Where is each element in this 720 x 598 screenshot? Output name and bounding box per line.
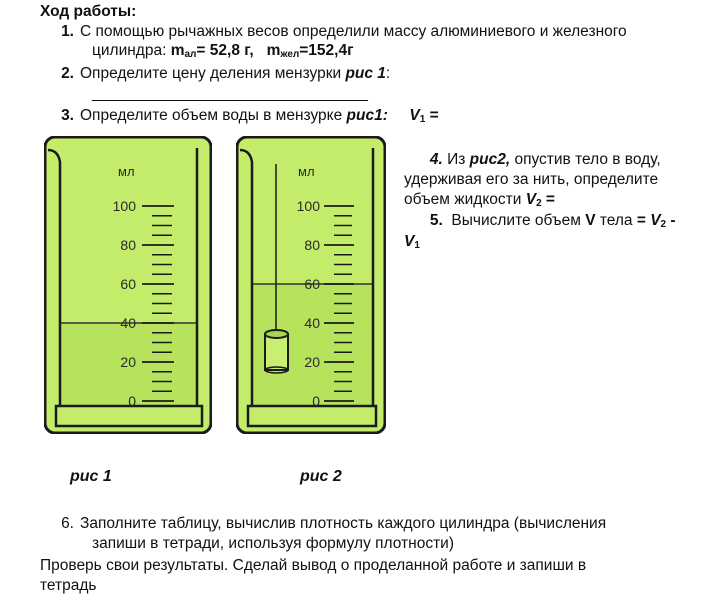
scale-label-100: 100 (113, 198, 137, 214)
step-1: 1. С помощью рычажных весов определили ма… (48, 22, 627, 41)
scale-label-0: 0 (128, 393, 136, 409)
page-title: Ход работы: (40, 3, 137, 20)
step-3-figure-ref: рис1: (346, 107, 388, 124)
step-4-line-2: удерживая его за нить, определите (404, 171, 659, 188)
beaker-figure-2: мл 100 80 60 40 20 0 (236, 136, 386, 434)
beaker-figure-1: мл 100 80 60 40 20 0 (44, 136, 212, 434)
v1-equals: = (425, 107, 439, 124)
step-1-number: 1. (61, 23, 74, 40)
step-3-number: 3. (61, 107, 74, 124)
step-4-number: 4. (429, 151, 443, 168)
v2-equals: = (541, 191, 555, 208)
scale-label-20: 20 (304, 354, 320, 370)
step-5-v2-subscript: 2 (660, 219, 667, 230)
step-4-pre: Из (442, 151, 470, 168)
step-5: 5. Вычислите объем V тела = V2 - (404, 211, 676, 234)
answer-blank: ________________________________ (92, 85, 368, 102)
beaker-2-spout (239, 148, 254, 406)
scale-label-20: 20 (120, 354, 136, 370)
step-1-text-cont: цилиндра: (92, 42, 171, 59)
step-5-v2: V (650, 212, 661, 229)
step-2-text: Определите цену деления мензурки (80, 65, 346, 82)
scale-label-0: 0 (312, 393, 320, 409)
beaker-2-base (246, 404, 378, 428)
step-5-v1: V (404, 233, 415, 250)
step-4: 4. Из рис2, опустив тело в воду, (404, 150, 661, 169)
step-5-minus: - (666, 212, 676, 229)
conclusion-line-1: Проверь свои результаты. Сделай вывод о … (40, 557, 587, 574)
v2-symbol: V (525, 191, 537, 208)
step-4-text: опустив тело в воду, (510, 151, 661, 168)
step-1-text: С помощью рычажных весов определили масс… (80, 23, 627, 40)
step-6-text: Заполните таблицу, вычислив плотность ка… (80, 515, 607, 532)
figure-2-caption: рис 2 (300, 468, 342, 485)
step-5-text: Вычислите объем (451, 212, 586, 229)
beaker-1-spout (47, 148, 62, 406)
step-3: 3. Определите объем воды в мензурке рис1:… (48, 106, 439, 129)
v1-subscript: 1 (419, 114, 426, 125)
scale-label-80: 80 (304, 237, 320, 253)
scale-label-60: 60 (304, 276, 320, 292)
step-5-v1-subscript: 1 (414, 240, 420, 251)
mass-aluminum-value: = 52,8 г, (196, 42, 254, 59)
scale-label-40: 40 (120, 315, 136, 331)
mass-aluminum-subscript: ал (184, 49, 197, 60)
step-5-line-2: V1 (404, 232, 420, 255)
conclusion-line-2: тетрадь (40, 577, 97, 594)
mass-iron-symbol: m (266, 42, 281, 59)
scale-label-60: 60 (120, 276, 136, 292)
beaker-1-scale: 100 80 60 40 20 0 (113, 198, 174, 409)
step-6-line-2: запиши в тетради, используя формулу плот… (92, 535, 454, 552)
step-4-text-3: объем жидкости (404, 191, 526, 208)
beaker-1-base (54, 404, 204, 428)
beaker-2-scale: 100 80 60 40 20 0 (297, 198, 354, 409)
beaker-2-unit: мл (298, 164, 315, 179)
step-6-number: 6. (61, 515, 74, 532)
mass-iron-value: =152,4г (299, 42, 354, 59)
submerged-cylinder (264, 329, 289, 374)
step-3-text: Определите объем воды в мензурке (80, 107, 347, 124)
scale-label-80: 80 (120, 237, 136, 253)
step-5-text-2: тела (595, 212, 637, 229)
step-2-number: 2. (61, 65, 74, 82)
step-4-line-3: объем жидкости V2 = (404, 190, 555, 213)
volume-symbol: V (585, 212, 596, 229)
figure-1-caption: рис 1 (70, 468, 112, 485)
step-2-figure-ref: рис 1 (345, 65, 386, 82)
step-4-figure-ref: рис2, (469, 151, 511, 168)
step-6: 6. Заполните таблицу, вычислив плотность … (48, 514, 606, 533)
beaker-1-unit: мл (118, 164, 135, 179)
step-2: 2. Определите цену деления мензурки рис 1… (48, 64, 390, 83)
step-5-equals: = (636, 212, 651, 229)
v2-subscript: 2 (536, 198, 542, 209)
mass-iron-subscript: жел (280, 49, 300, 60)
scale-label-40: 40 (304, 315, 320, 331)
step-5-number: 5. (429, 212, 443, 229)
mass-aluminum-symbol: m (170, 42, 185, 59)
beaker-1-water (59, 323, 197, 406)
v1-symbol: V (409, 107, 420, 124)
step-1-masses: цилиндра: mал= 52,8 г, mжел=152,4г (92, 41, 354, 64)
step-2-suffix: : (385, 65, 391, 82)
scale-label-100: 100 (297, 198, 321, 214)
